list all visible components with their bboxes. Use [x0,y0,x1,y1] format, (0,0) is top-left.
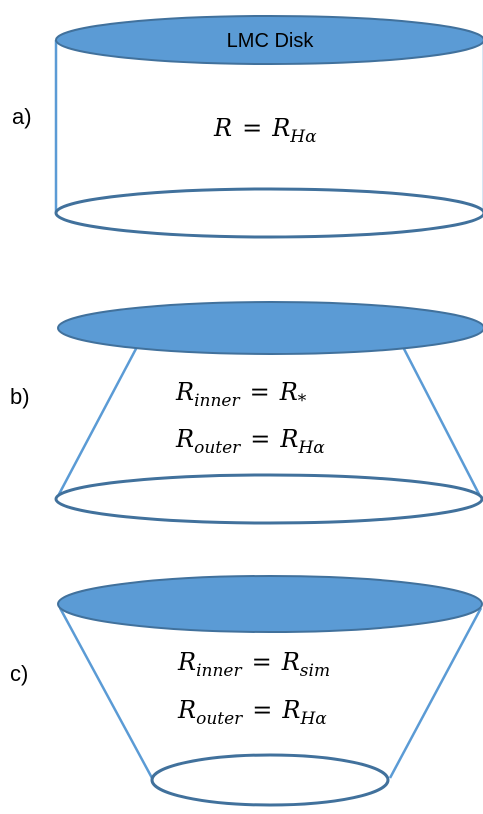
panel-c: c) Rinner=Rsim Router=RHα [10,575,483,807]
panel-b-bottom-ellipse [54,473,483,525]
panel-a: LMC Disk a) R=RHα [12,15,483,239]
panel-a-label: a) [12,104,32,129]
panel-c-equation-2: Router=RHα [177,696,327,729]
lmc-disk-label: LMC Disk [227,30,315,52]
panel-c-top-ellipse [57,575,483,633]
panel-b-left-side [55,344,140,499]
panel-b-top-ellipse [57,301,483,355]
panel-b-equation-1: Rinner=R* [175,378,307,411]
panel-c-equation-1: Rinner=Rsim [177,648,330,681]
panel-c-label: c) [10,661,28,686]
panel-c-right-side [388,607,483,779]
panel-a-bottom-ellipse [54,187,483,239]
panel-c-bottom-ellipse [150,753,390,807]
panel-b-equation-2: Router=RHα [175,425,325,458]
panel-b-label: b) [10,384,30,409]
panel-a-top-ellipse [55,15,483,65]
panel-b: b) Rinner=R* Router=RHα [10,301,483,525]
panel-a-equation-1: R=RHα [213,114,317,147]
panel-c-left-side [58,607,154,779]
panel-b-right-side [400,344,483,499]
